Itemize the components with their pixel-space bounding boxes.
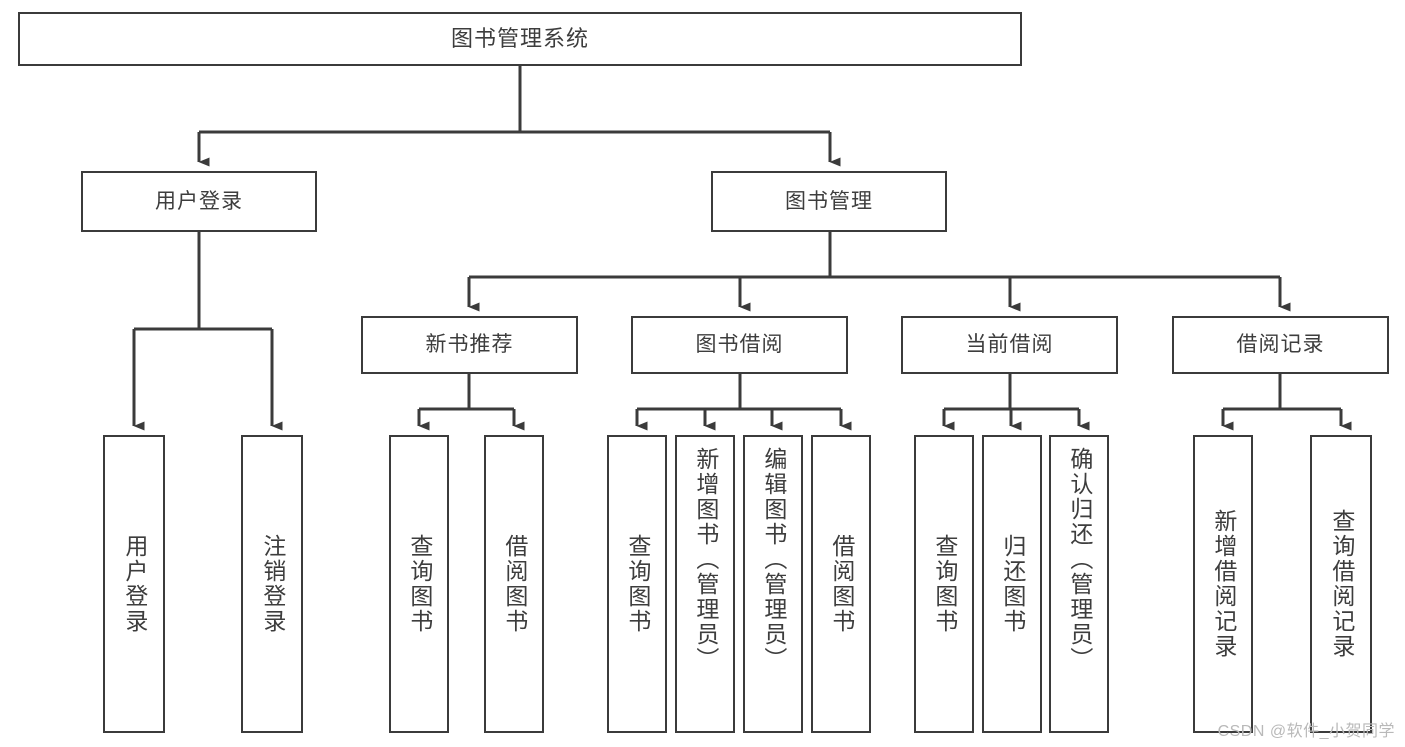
leaf-borrow-book-recommend[interactable]: 借阅图书	[484, 435, 544, 733]
node-label: 查询图书	[931, 534, 958, 634]
node-current-borrow[interactable]: 当前借阅	[901, 316, 1118, 374]
node-label: 查询借阅记录	[1328, 509, 1355, 659]
leaf-edit-book-admin[interactable]: 编辑图书（管理员）	[743, 435, 803, 733]
node-label: 归还图书	[999, 534, 1026, 634]
node-label: 图书借阅	[695, 333, 784, 357]
leaf-query-book-borrow[interactable]: 查询图书	[607, 435, 667, 733]
leaf-logout[interactable]: 注销登录	[241, 435, 303, 733]
node-label: 借阅记录	[1236, 333, 1325, 357]
leaf-query-book-recommend[interactable]: 查询图书	[389, 435, 449, 733]
node-label: 新增图书（管理员）	[692, 447, 719, 672]
leaf-query-book-current[interactable]: 查询图书	[914, 435, 974, 733]
node-label: 用户登录	[121, 534, 148, 634]
node-label: 新书推荐	[425, 333, 514, 357]
node-borrow-record[interactable]: 借阅记录	[1172, 316, 1389, 374]
node-label: 当前借阅	[965, 333, 1054, 357]
node-new-book-recommend[interactable]: 新书推荐	[361, 316, 578, 374]
node-label: 借阅图书	[501, 534, 528, 634]
node-label: 注销登录	[259, 534, 286, 634]
node-label: 编辑图书（管理员）	[760, 447, 787, 672]
leaf-confirm-return-admin[interactable]: 确认归还（管理员）	[1049, 435, 1109, 733]
node-label: 用户登录	[155, 189, 243, 213]
node-book-management[interactable]: 图书管理	[711, 171, 947, 232]
csdn-watermark: CSDN @软件_小贺同学	[1217, 723, 1395, 740]
node-label: 借阅图书	[828, 534, 855, 634]
node-label: 确认归还（管理员）	[1066, 447, 1093, 672]
node-book-borrow[interactable]: 图书借阅	[631, 316, 848, 374]
node-label: 查询图书	[624, 534, 651, 634]
node-user-login[interactable]: 用户登录	[81, 171, 317, 232]
node-label: 查询图书	[406, 534, 433, 634]
leaf-add-book-admin[interactable]: 新增图书（管理员）	[675, 435, 735, 733]
leaf-add-borrow-record[interactable]: 新增借阅记录	[1193, 435, 1253, 733]
node-label: 新增借阅记录	[1210, 509, 1237, 659]
leaf-query-borrow-record[interactable]: 查询借阅记录	[1310, 435, 1372, 733]
node-label: 图书管理系统	[450, 25, 589, 51]
leaf-user-login[interactable]: 用户登录	[103, 435, 165, 733]
node-root-system[interactable]: 图书管理系统	[18, 12, 1022, 66]
leaf-borrow-book[interactable]: 借阅图书	[811, 435, 871, 733]
leaf-return-book[interactable]: 归还图书	[982, 435, 1042, 733]
node-label: 图书管理	[785, 189, 873, 213]
